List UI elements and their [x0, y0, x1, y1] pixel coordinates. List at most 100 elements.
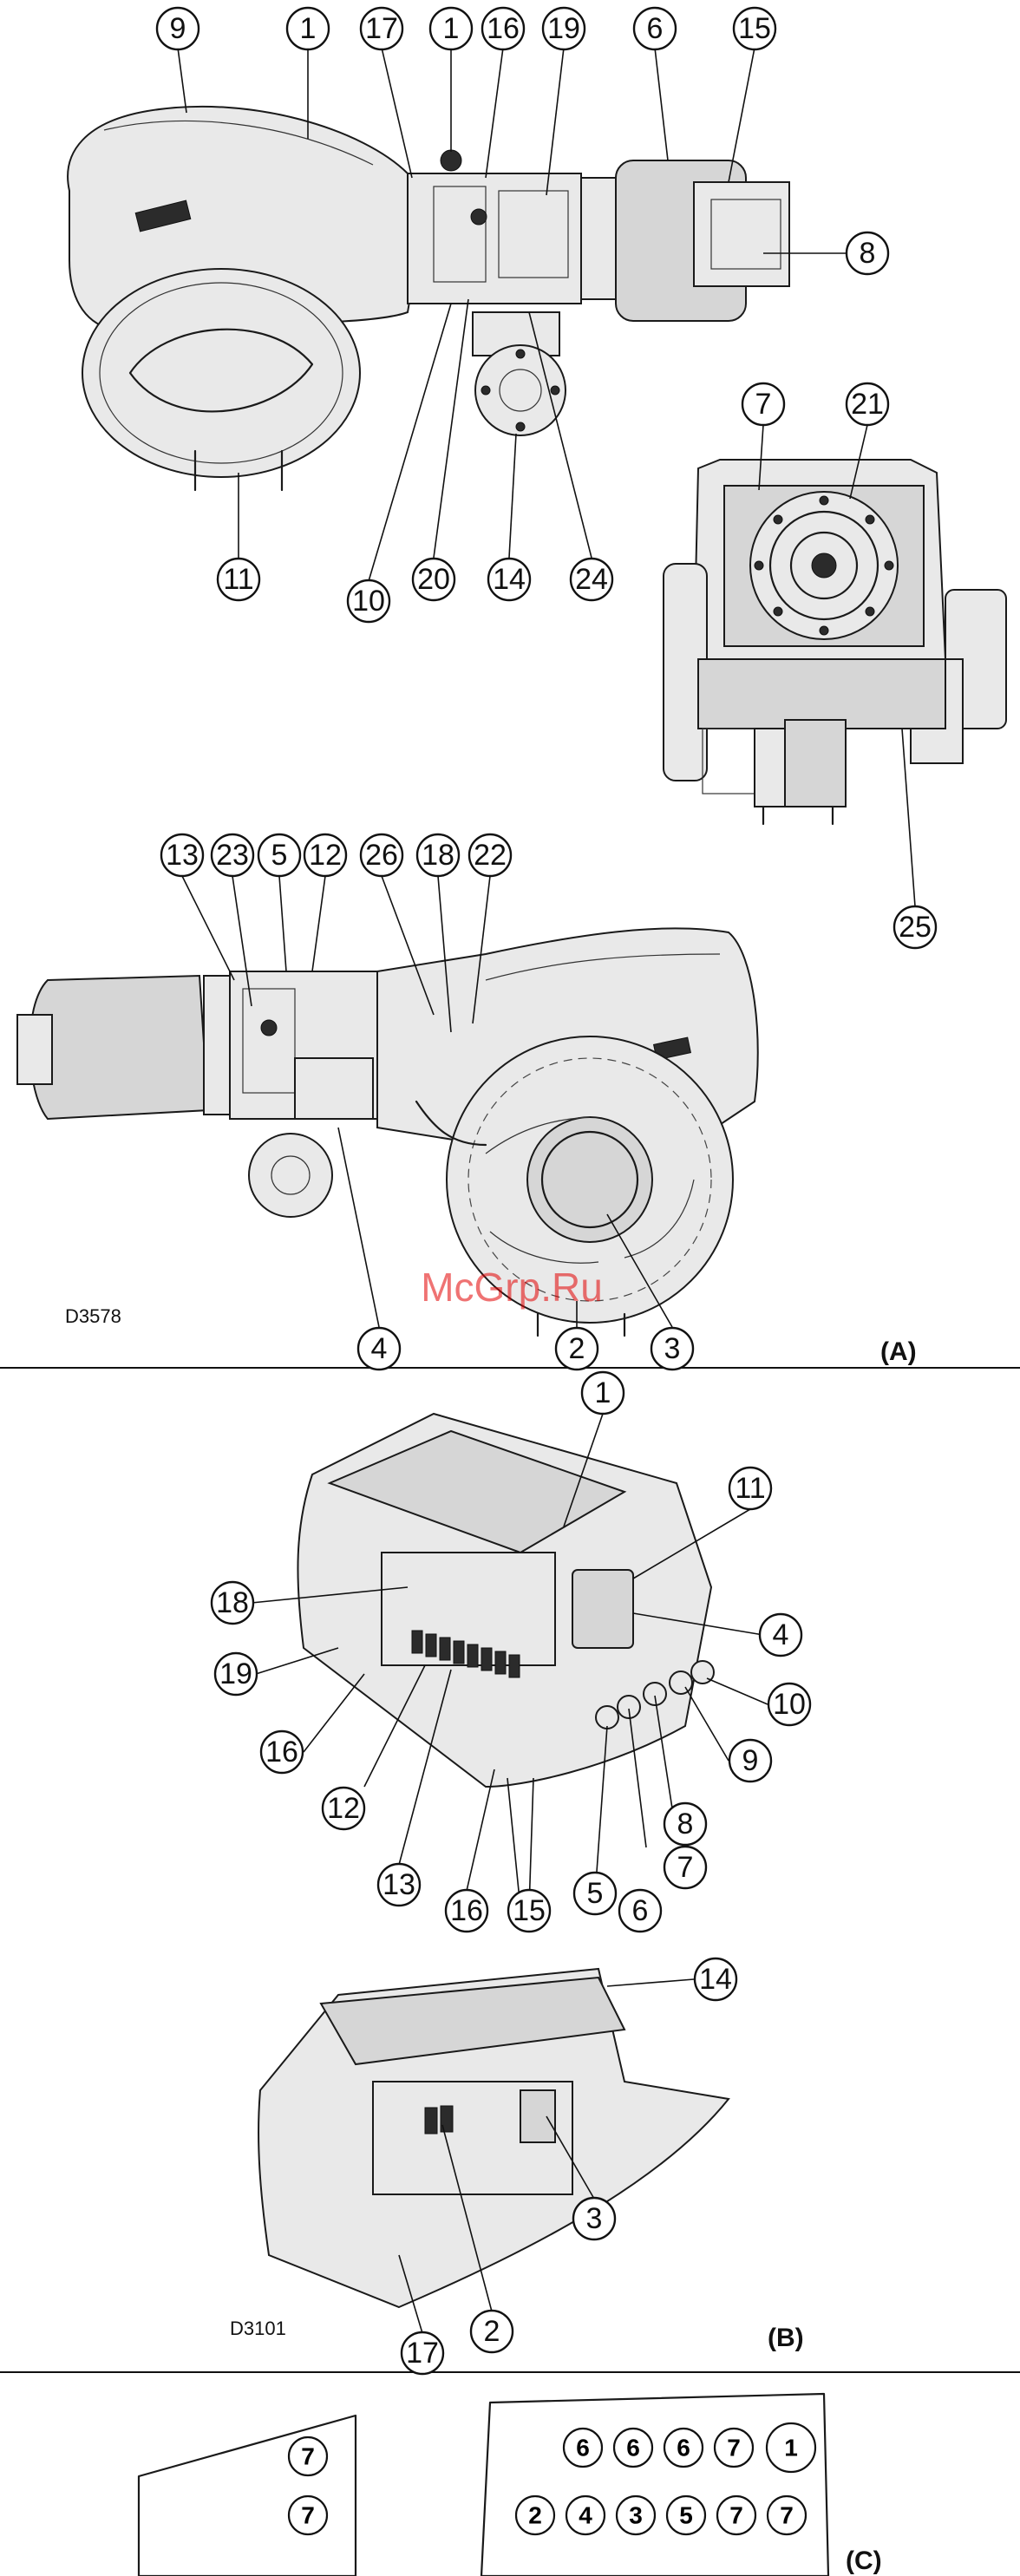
callout-marker: 9 [157, 8, 199, 49]
callout-marker: 14 [488, 559, 530, 600]
callout-marker: 10 [768, 1684, 810, 1725]
callout-number: 20 [417, 563, 450, 596]
callout-marker: 7 [664, 1847, 706, 1888]
label-chip: 5 [667, 2496, 705, 2534]
callout-number: 19 [547, 12, 580, 45]
callout-marker: 1 [287, 8, 329, 49]
callout-number: 10 [352, 585, 385, 618]
callout-marker: 19 [215, 1653, 257, 1695]
callout-number: 5 [271, 839, 288, 872]
callout-marker: 24 [571, 559, 612, 600]
callout-marker: 18 [212, 1582, 253, 1624]
callout-marker: 14 [695, 1958, 736, 2000]
callout-marker: 1 [582, 1372, 624, 1414]
section-c-plates [139, 2394, 828, 2576]
label-chip: 3 [617, 2496, 655, 2534]
callout-number: 5 [587, 1877, 604, 1910]
callout-marker: 11 [729, 1468, 771, 1509]
callout-number: 24 [575, 563, 608, 596]
section-a-ref-code: D3578 [65, 1305, 121, 1327]
panel-drawing-upper [298, 1414, 714, 1787]
callout-number: 2 [569, 1332, 585, 1365]
callout-number: 18 [422, 839, 454, 872]
label-chip: 7 [715, 2429, 753, 2467]
callout-number: 4 [371, 1332, 388, 1365]
callout-marker: 20 [413, 559, 454, 600]
callout-number: 15 [513, 1894, 546, 1927]
callout-number: 6 [632, 1894, 649, 1927]
callout-marker: 13 [378, 1864, 420, 1906]
callout-number: 2 [484, 2315, 500, 2348]
section-b-label: (B) [768, 2324, 804, 2352]
callout-marker: 6 [634, 8, 676, 49]
callout-number: 12 [309, 839, 342, 872]
callout-marker: 17 [402, 2332, 443, 2374]
callout-number: 6 [626, 2435, 640, 2462]
callout-marker: 21 [847, 383, 888, 425]
callout-number: 7 [677, 1851, 694, 1884]
callout-number: 4 [579, 2502, 592, 2529]
callout-marker: 15 [734, 8, 775, 49]
callout-marker: 1 [430, 8, 472, 49]
section-b-ref-code: D3101 [230, 2318, 286, 2339]
panel-drawing-lower [258, 1969, 729, 2307]
callout-number: 18 [216, 1586, 249, 1619]
callout-marker: 16 [261, 1731, 303, 1773]
callout-marker: 22 [469, 834, 511, 876]
label-chip: 7 [289, 2496, 327, 2534]
callout-number: 8 [860, 237, 876, 270]
callout-marker: 7 [742, 383, 784, 425]
callout-number: 1 [595, 1376, 611, 1409]
callout-number: 16 [265, 1736, 298, 1769]
callout-marker: 18 [417, 834, 459, 876]
callout-marker: 2 [471, 2311, 513, 2352]
callout-number: 4 [773, 1618, 789, 1651]
callout-number: 15 [738, 12, 771, 45]
label-chip: 7 [717, 2496, 755, 2534]
callout-number: 3 [664, 1332, 681, 1365]
callout-number: 6 [576, 2435, 590, 2462]
callout-number: 14 [493, 563, 526, 596]
section-c-label: (C) [846, 2547, 882, 2575]
callout-marker: 5 [574, 1873, 616, 1914]
callout-number: 12 [327, 1792, 360, 1825]
callout-number: 13 [166, 839, 199, 872]
label-chip: 7 [768, 2496, 806, 2534]
callout-number: 6 [647, 12, 664, 45]
callout-marker: 16 [446, 1890, 487, 1932]
label-chip: 7 [289, 2437, 327, 2475]
label-chip: 6 [664, 2429, 703, 2467]
callout-number: 16 [450, 1894, 483, 1927]
callout-number: 17 [365, 12, 398, 45]
callout-number: 1 [443, 12, 460, 45]
callout-number: 14 [699, 1963, 732, 1996]
callout-number: 23 [216, 839, 249, 872]
callout-marker: 3 [651, 1328, 693, 1370]
callout-marker: 2 [556, 1328, 598, 1370]
callout-marker: 19 [543, 8, 585, 49]
watermark-text: McGrp.Ru [421, 1265, 603, 1310]
callout-number: 8 [677, 1808, 694, 1840]
callout-marker: 11 [218, 559, 259, 600]
callout-number: 1 [784, 2435, 798, 2462]
callout-number: 16 [487, 12, 520, 45]
callout-marker: 23 [212, 834, 253, 876]
callout-number: 11 [735, 1472, 765, 1505]
callout-marker: 8 [847, 232, 888, 274]
callout-number: 22 [474, 839, 507, 872]
callout-number: 7 [729, 2502, 743, 2529]
callout-number: 3 [629, 2502, 643, 2529]
callout-marker: 26 [361, 834, 402, 876]
callout-number: 19 [219, 1657, 252, 1690]
label-chip: 6 [564, 2429, 602, 2467]
callout-number: 1 [300, 12, 317, 45]
callout-marker: 17 [361, 8, 402, 49]
section-a-label: (A) [880, 1337, 917, 1366]
callout-number: 9 [170, 12, 186, 45]
callout-marker: 10 [348, 580, 389, 622]
callout-number: 7 [301, 2502, 315, 2529]
callout-marker: 6 [619, 1890, 661, 1932]
callout-number: 2 [528, 2502, 542, 2529]
callout-marker: 8 [664, 1803, 706, 1845]
